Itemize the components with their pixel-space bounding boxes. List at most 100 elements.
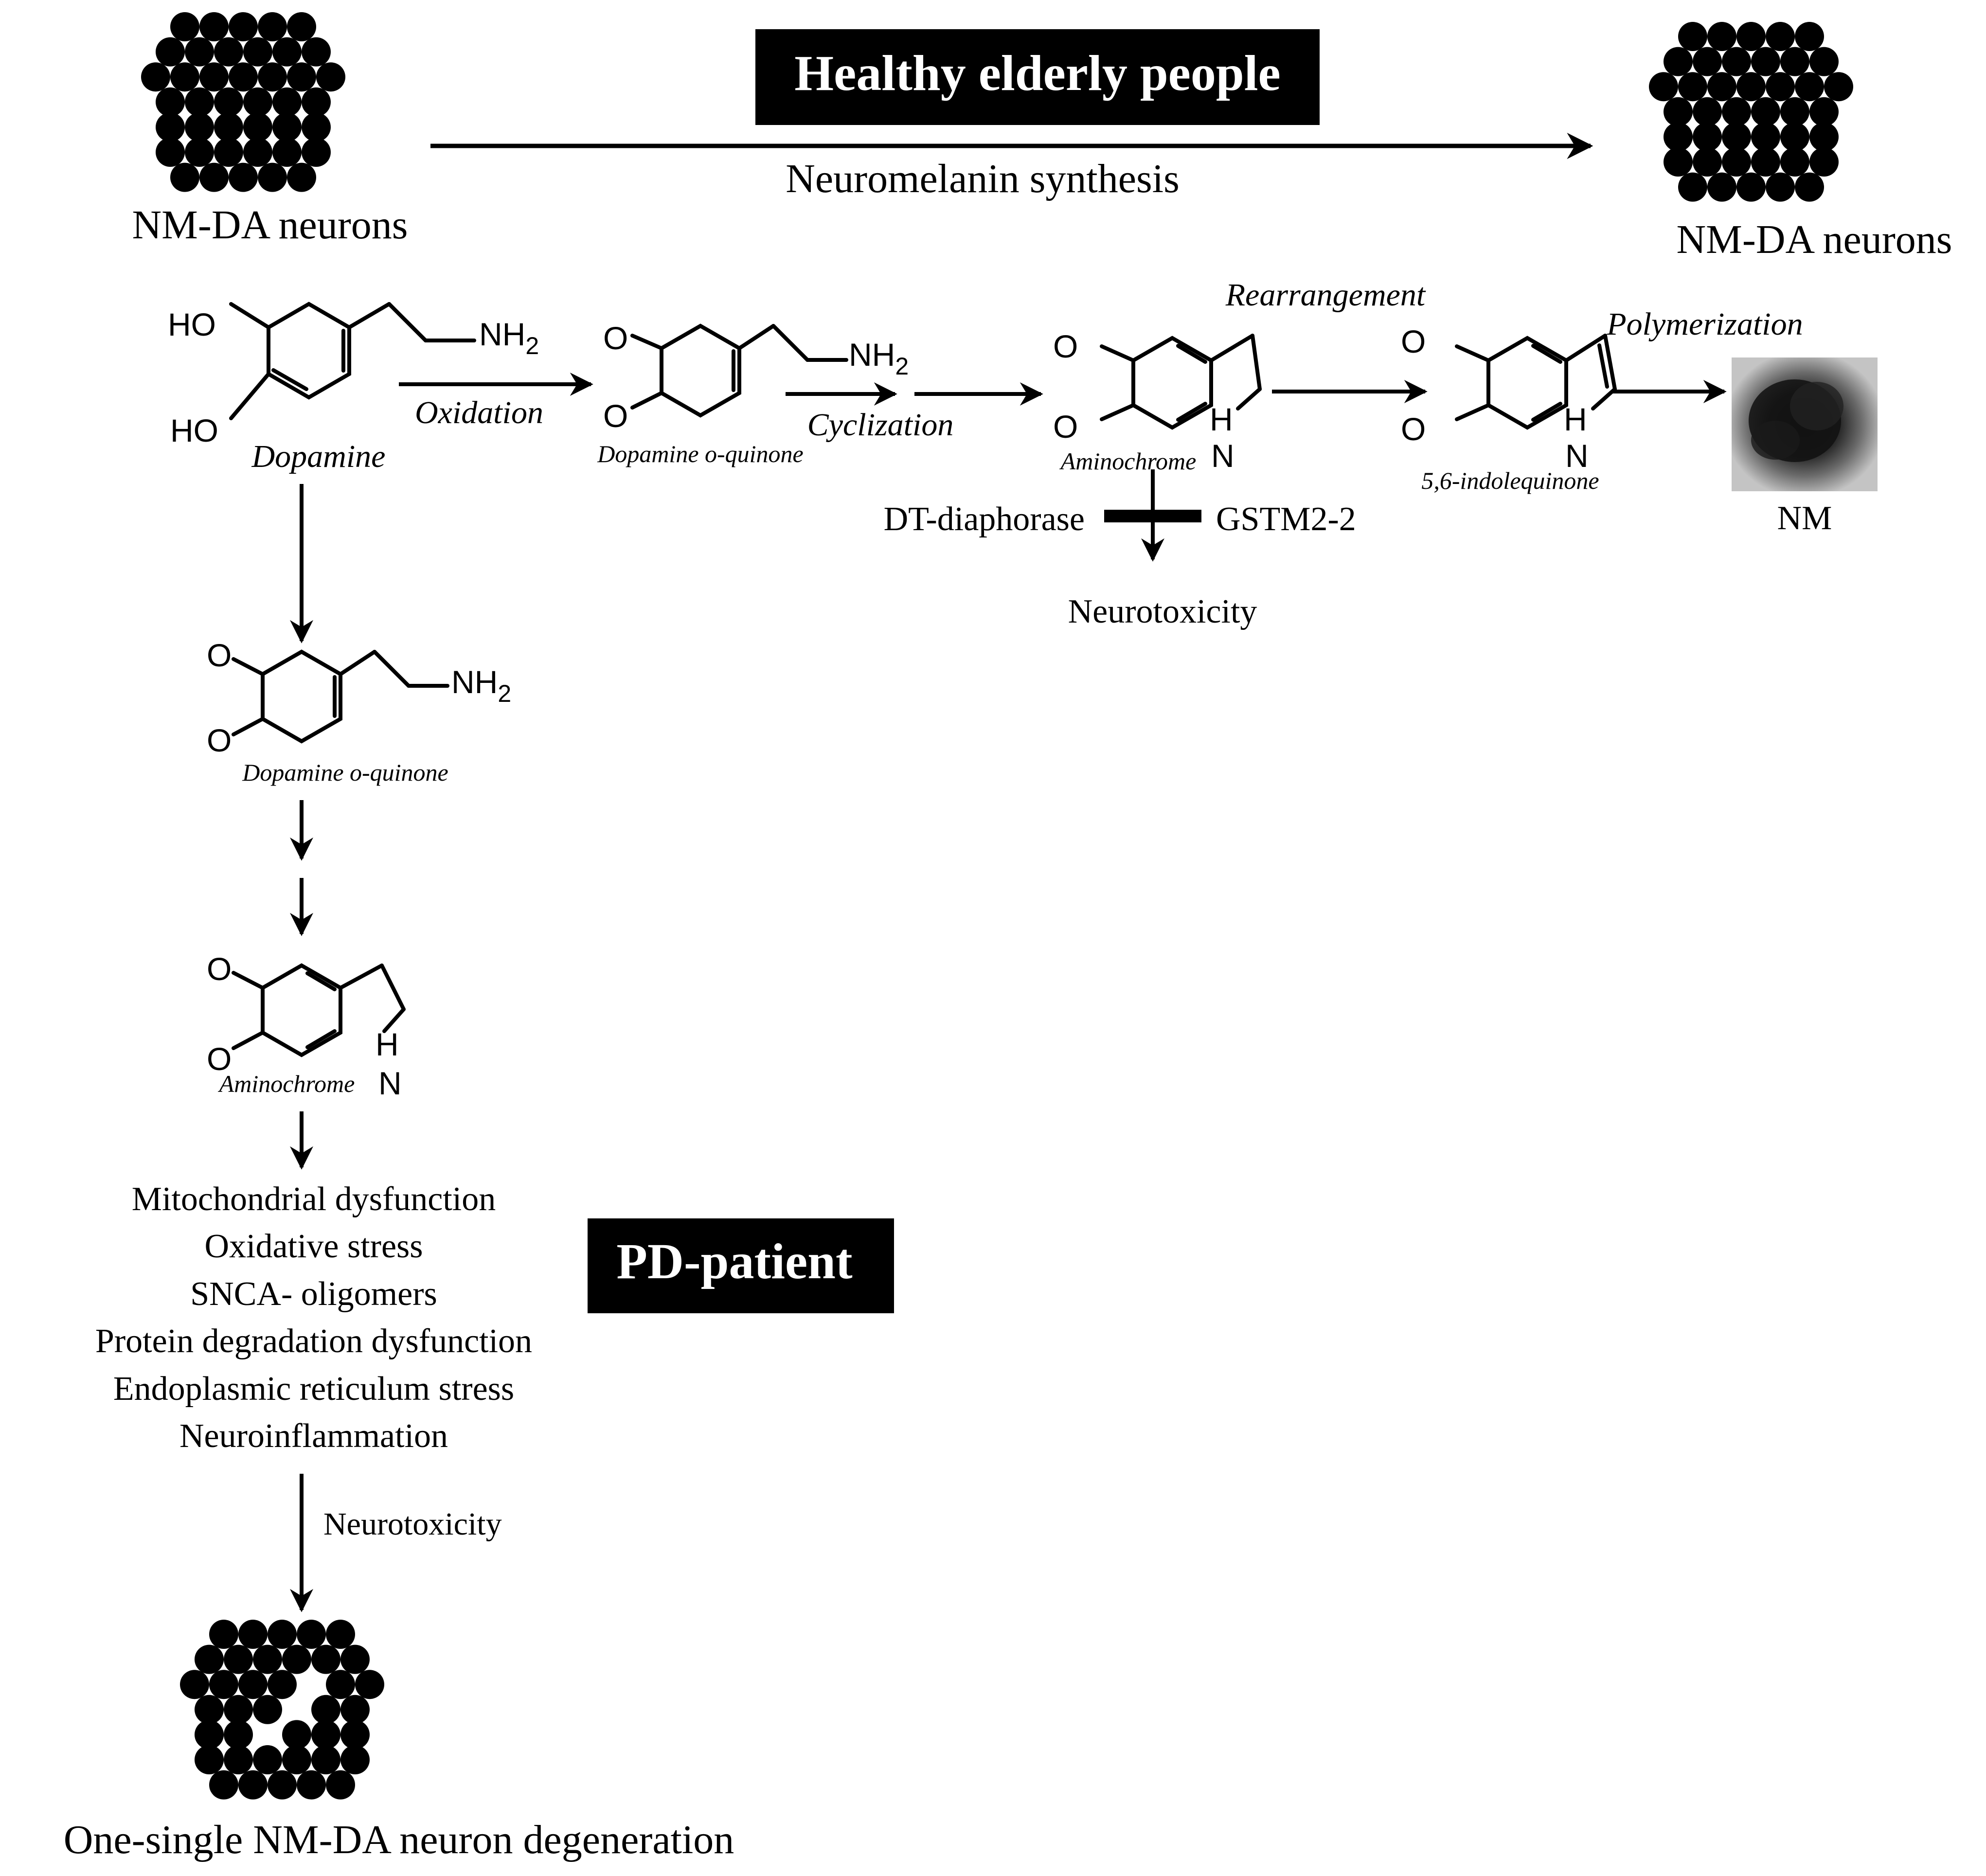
neuron-dot xyxy=(195,1720,224,1750)
ac-top-h: H xyxy=(1210,401,1233,437)
neuron-dot xyxy=(199,62,229,92)
inhibition-bar xyxy=(1104,510,1201,522)
neuron-dot xyxy=(268,1670,297,1699)
neuron-dot xyxy=(272,112,302,142)
neuron-dot xyxy=(214,138,243,167)
neuron-dot xyxy=(156,138,185,167)
neuron-dot xyxy=(243,87,272,117)
neuron-dot xyxy=(224,1745,253,1774)
neuron-dot xyxy=(1809,47,1839,76)
neuron-dot xyxy=(282,1644,311,1674)
dq-pd-nh2: NH2 xyxy=(451,664,511,707)
ac-top-o-lower: O xyxy=(1053,409,1078,445)
neuron-dot xyxy=(1780,122,1809,152)
neuron-dot xyxy=(170,12,199,41)
neuron-dot xyxy=(326,1670,355,1699)
effect-item: Mitochondrial dysfunction xyxy=(132,1180,496,1218)
neuron-dot xyxy=(253,1695,282,1724)
neuron-dot xyxy=(1722,97,1751,126)
neuron-dot xyxy=(1664,122,1693,152)
healthy-elderly-box: Healthy elderly people xyxy=(755,29,1320,125)
dq-top-nh2: NH2 xyxy=(849,337,909,380)
neuron-dot xyxy=(224,1695,253,1724)
neuron-dot xyxy=(311,1644,340,1674)
neuron-dot xyxy=(1736,72,1766,102)
neuron-dot xyxy=(1751,122,1780,152)
neuron-dot xyxy=(258,12,287,41)
neuron-dot xyxy=(238,1620,268,1649)
neuron-dot xyxy=(311,1695,340,1724)
dopamine-ho-bottom: HO xyxy=(170,412,218,448)
neuron-dot xyxy=(1795,72,1824,102)
neuron-dot xyxy=(272,37,302,67)
neuron-dot xyxy=(214,37,243,67)
polymerization-label: Polymerization xyxy=(1606,306,1803,342)
iq-o-lower: O xyxy=(1401,411,1426,447)
neuron-dot xyxy=(311,1720,340,1750)
neuron-dot xyxy=(209,1620,238,1649)
neuron-dot xyxy=(199,12,229,41)
neuron-dot xyxy=(1751,97,1780,126)
effect-item: Oxidative stress xyxy=(204,1228,423,1265)
neuron-dot xyxy=(355,1670,384,1699)
neuron-dot xyxy=(185,37,214,67)
dopamine-ho-top: HO xyxy=(168,306,216,342)
neuron-dot xyxy=(224,1720,253,1750)
neuron-dot xyxy=(1780,147,1809,177)
neuron-dot xyxy=(185,87,214,117)
dq-pd-o-upper: O xyxy=(207,637,232,673)
neuron-dot xyxy=(282,1745,311,1774)
dt-diaphorase-label: DT-diaphorase xyxy=(884,500,1085,538)
neuron-dot xyxy=(253,1644,282,1674)
iq-n: N xyxy=(1565,438,1589,474)
neuron-dot xyxy=(268,1620,297,1649)
neuron-dot xyxy=(326,1620,355,1649)
aminochrome-structure-pd xyxy=(232,963,406,1057)
neuron-dot xyxy=(1707,72,1736,102)
neuron-dot xyxy=(302,112,331,142)
neuron-dot xyxy=(1795,172,1824,202)
gstm-label: GSTM2-2 xyxy=(1216,500,1356,538)
neuron-dot xyxy=(1722,47,1751,76)
neuron-dot xyxy=(1766,172,1795,202)
neuron-dot xyxy=(170,62,199,92)
neuron-dot xyxy=(326,1770,355,1800)
neuron-dot xyxy=(156,112,185,142)
neuron-dot xyxy=(1809,97,1839,126)
neuron-dot xyxy=(1809,122,1839,152)
effect-item: SNCA- oligomers xyxy=(190,1275,437,1313)
neuron-dot xyxy=(229,62,258,92)
neuron-dot xyxy=(1824,72,1853,102)
neuron-cluster-degenerated xyxy=(180,1620,384,1800)
neuron-dot xyxy=(209,1670,238,1699)
dq-top-o-upper: O xyxy=(603,320,628,356)
neuron-dot xyxy=(297,1620,326,1649)
ac-pd-o-upper: O xyxy=(207,951,232,987)
dopamine-quinone-structure-pd xyxy=(232,649,449,744)
neuron-dot xyxy=(1736,172,1766,202)
neuron-dot xyxy=(180,1670,209,1699)
nm-label: NM xyxy=(1777,500,1832,537)
aminochrome-structure-top xyxy=(1100,334,1262,430)
neuron-dot xyxy=(156,37,185,67)
neuron-dot xyxy=(287,62,316,92)
neuron-dot xyxy=(1751,147,1780,177)
neuron-dot xyxy=(302,37,331,67)
neuron-dot xyxy=(214,112,243,142)
neuron-dot xyxy=(340,1720,370,1750)
neuron-dot xyxy=(1722,147,1751,177)
neuron-dot xyxy=(209,1770,238,1800)
ac-pd-h: H xyxy=(376,1026,399,1062)
neuron-dot xyxy=(238,1770,268,1800)
dq-top-label: Dopamine o-quinone xyxy=(597,440,804,467)
oxidation-label: Oxidation xyxy=(415,395,543,430)
neuron-dot xyxy=(311,1745,340,1774)
neuron-dot xyxy=(1766,22,1795,51)
neuron-dot xyxy=(1664,97,1693,126)
effect-item: Endoplasmic reticulum stress xyxy=(113,1370,514,1408)
effect-item: Neuroinflammation xyxy=(179,1417,448,1455)
neuron-dot xyxy=(340,1644,370,1674)
neuron-dot xyxy=(214,87,243,117)
dq-top-o-lower: O xyxy=(603,398,628,434)
